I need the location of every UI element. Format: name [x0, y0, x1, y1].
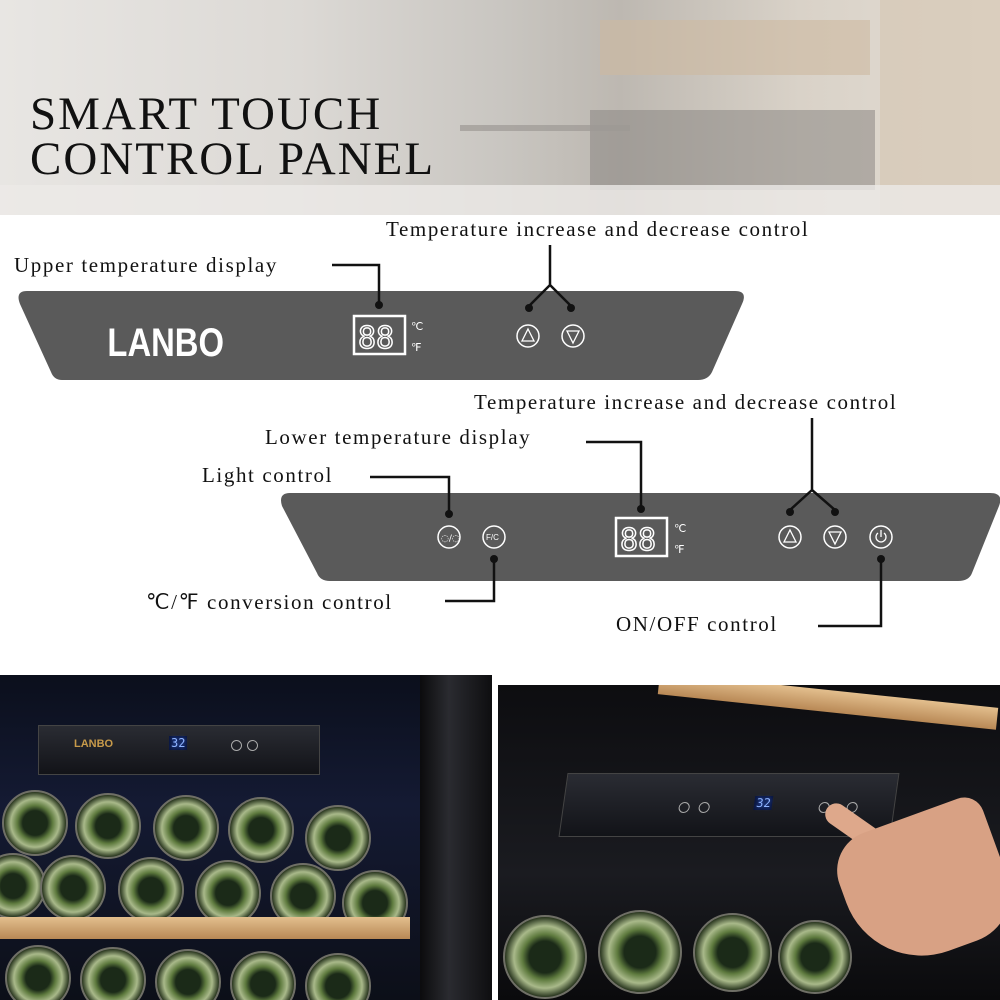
celsius-indicator: ℃ [411, 321, 423, 333]
power-button[interactable] [869, 525, 893, 549]
control-panel-diagram: LANBO 88 ℃ ℉ Upper temperature display T… [14, 217, 1000, 636]
upper-temp-up-button[interactable] [516, 324, 540, 348]
triangle-up-icon [520, 327, 536, 342]
leader-lines-upper [332, 245, 572, 307]
lower-temperature-display: 88 [620, 523, 656, 558]
label-conversion-control: ℃/℉ conversion control [146, 590, 393, 614]
light-bulb-icon: ◌/◌ [441, 534, 460, 544]
glass-door-edge [420, 675, 492, 1000]
fahrenheit-indicator: ℉ [674, 544, 684, 556]
lower-temp-down-button[interactable] [823, 525, 847, 549]
title-line-2: CONTROL PANEL [30, 133, 436, 185]
label-upper-temp-control: Temperature increase and decrease contro… [386, 217, 809, 241]
light-button[interactable]: ◌/◌ [437, 525, 461, 549]
lanbo-logo: LANBO [107, 320, 224, 365]
photo-brand-logo: LANBO [74, 738, 114, 750]
upper-temperature-display: 88 [358, 321, 394, 356]
upper-temp-down-button[interactable] [561, 324, 585, 348]
control-panel-closeup-photo: 32 [498, 685, 1000, 1000]
fc-button-label: F/C [486, 533, 499, 542]
lower-temp-up-button[interactable] [778, 525, 802, 549]
wine-cooler-interior-photo: LANBO 32 [0, 675, 492, 1000]
label-lower-temp-control: Temperature increase and decrease contro… [474, 390, 897, 414]
photo-temperature-display: 32 [169, 736, 188, 750]
label-lower-temperature-display: Lower temperature display [265, 425, 531, 449]
photo-control-panel: LANBO 32 [38, 725, 320, 775]
celsius-indicator: ℃ [674, 523, 686, 535]
upper-display-frame [352, 314, 407, 356]
triangle-up-icon [782, 528, 798, 543]
fahrenheit-indicator: ℉ [411, 342, 421, 354]
label-upper-temperature-display: Upper temperature display [14, 253, 278, 277]
triangle-down-icon [827, 531, 843, 546]
kitchen-background-photo [0, 0, 1000, 215]
fc-conversion-button[interactable]: F/C [482, 525, 506, 549]
lower-control-panel: ◌/◌ F/C 88 ℃ ℉ [281, 493, 1000, 581]
wooden-shelf [0, 917, 410, 939]
upper-control-panel: LANBO 88 ℃ ℉ [18, 291, 744, 380]
photo-temperature-display: 32 [753, 796, 774, 810]
wooden-shelf [657, 685, 999, 730]
leader-lines-lower [370, 418, 883, 628]
triangle-down-icon [565, 330, 581, 345]
label-light-control: Light control [202, 463, 333, 487]
page-title: SMART TOUCH CONTROL PANEL [30, 88, 436, 185]
title-line-1: SMART TOUCH [30, 88, 383, 140]
lower-display-frame [614, 516, 669, 558]
power-icon [875, 530, 887, 543]
label-on-off-control: ON/OFF control [616, 612, 778, 636]
